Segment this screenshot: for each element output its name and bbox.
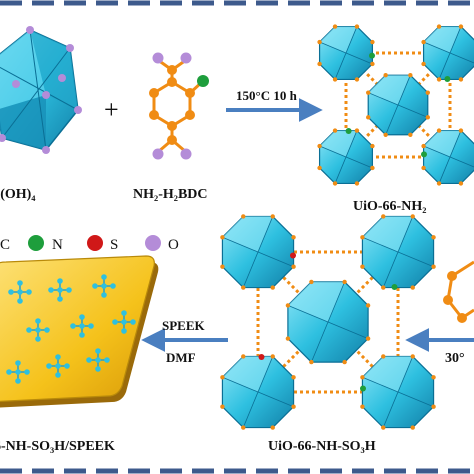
uio66-so3h-label: UiO-66-NH-SO₃H [268, 439, 376, 454]
zr-cluster-label: ₄(OH)₄ [0, 187, 36, 202]
legend-s-label: S [110, 237, 118, 253]
mof-filler-particle [86, 348, 110, 372]
mof-filler-particle [6, 360, 30, 384]
atom-legend: C N S O [0, 235, 179, 253]
zr-node-1 [421, 24, 474, 82]
mof-filler-particle [112, 310, 136, 334]
functional-group-atom [360, 385, 366, 392]
legend-c-label: C [0, 237, 10, 253]
membrane-label: 6-NH-SO₃H/SPEEK [0, 439, 115, 454]
blend-solvent-top-label: SPEEK [162, 318, 206, 333]
zr-node-2 [317, 128, 375, 186]
linker-bond [326, 250, 400, 324]
linker-bond [256, 250, 330, 324]
mof-filler-particle [46, 354, 70, 378]
composite-membrane [0, 255, 159, 408]
zr-node-2 [220, 354, 296, 430]
sulfonation-condition-label: 30° [445, 351, 465, 366]
zr-node-1 [360, 214, 436, 290]
legend-n-swatch [28, 235, 44, 251]
blend-solvent-bottom-label: DMF [166, 350, 196, 365]
sultone-atoms [443, 271, 467, 323]
uio66-nh2-framework [317, 24, 474, 186]
sultone-reagent [446, 260, 474, 321]
legend-n-label: N [52, 237, 63, 253]
mof-filler-particle [26, 318, 50, 342]
functional-group-atom [369, 52, 375, 59]
zr-node-3 [421, 128, 474, 186]
legend-o-swatch [145, 235, 161, 251]
mof-filler-particle [8, 280, 32, 304]
zr-cluster-polyhedron [0, 26, 82, 154]
linker-molecule [152, 58, 204, 154]
linker-bond [326, 320, 400, 394]
legend-o-label: O [168, 237, 179, 253]
zr-node-center [366, 73, 430, 137]
mof-filler-particle [48, 278, 72, 302]
zr-node-center [285, 279, 371, 365]
functional-group-atom [345, 128, 352, 134]
uio66-so3h-framework [220, 214, 436, 430]
linker-label: NH₂-H₂BDC [133, 187, 208, 202]
mof-filler-particle [92, 274, 116, 298]
linker-bond [256, 320, 330, 394]
functional-group-atom [290, 252, 296, 259]
zr-node-3 [360, 354, 436, 430]
functional-group-atom [421, 151, 427, 158]
mof-filler-particle [70, 314, 94, 338]
linker-atoms [149, 52, 209, 160]
legend-s-swatch [87, 235, 103, 251]
zr-node-0 [220, 214, 296, 290]
synthesis-condition-label: 150°C 10 h [236, 88, 298, 103]
uio66-nh2-label: UiO-66-NH₂ [353, 199, 426, 214]
plus-sign: + [104, 95, 119, 124]
zr-node-0 [317, 24, 375, 82]
functional-group-atom [391, 284, 398, 290]
functional-group-atom [258, 354, 265, 360]
functional-group-atom [444, 76, 451, 82]
